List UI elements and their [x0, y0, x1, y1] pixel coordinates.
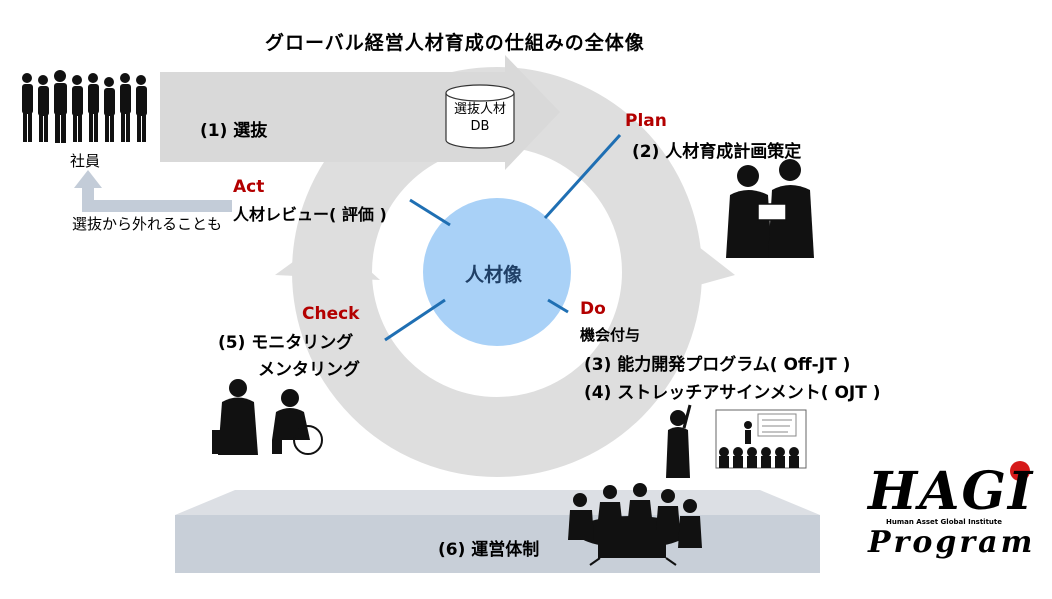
- presenter-silhouette-icon: [666, 404, 692, 478]
- boardroom-silhouette-icon: [568, 483, 702, 566]
- do-item3: (3) 能力開発プログラム( Off-JT ): [584, 355, 851, 375]
- step-operation: (6) 運営体制: [438, 540, 540, 560]
- planning-silhouette-icon: [726, 159, 814, 258]
- logo-program: Program: [868, 525, 1036, 560]
- employees-silhouette-icon: [22, 70, 147, 143]
- database-icon: [445, 84, 515, 149]
- employees-label: 社員: [70, 152, 101, 170]
- operation-band: [175, 515, 820, 573]
- plan-tag: Plan: [625, 111, 667, 131]
- act-label: 人材レビュー( 評価 ): [233, 205, 387, 224]
- connector-do: [547, 298, 569, 314]
- logo-main: HAGI: [868, 461, 1035, 522]
- database-label: 選抜人材 DB: [446, 101, 514, 135]
- do-item4: (4) ストレッチアサインメント( OJT ): [584, 383, 881, 403]
- step-selection: (1) 選抜: [200, 121, 268, 141]
- ring-arrow-left: [275, 235, 380, 280]
- operation-band-top: [175, 490, 820, 515]
- do-sub: 機会付与: [580, 326, 641, 344]
- check-line1: (5) モニタリング: [218, 333, 354, 353]
- exclusion-note: 選抜から外れることも: [72, 215, 223, 233]
- plan-label: (2) 人材育成計画策定: [632, 142, 802, 162]
- connector-act: [409, 198, 451, 227]
- do-tag: Do: [580, 299, 606, 319]
- return-arrow: [82, 185, 232, 212]
- check-tag: Check: [302, 304, 360, 324]
- logo-sub: Human Asset Global Institute: [886, 518, 1003, 526]
- connector-plan: [543, 133, 622, 220]
- logo-red-dot-icon: [1010, 461, 1030, 481]
- connector-check: [384, 298, 446, 342]
- act-tag: Act: [233, 177, 265, 197]
- hub-label: 人材像: [465, 264, 523, 286]
- classroom-picture-icon: [715, 409, 807, 469]
- database-line1: 選抜人材: [453, 102, 506, 117]
- ring-arrow-right: [645, 240, 735, 300]
- hagi-logo: HAGI Human Asset Global Institute Progra…: [868, 466, 1038, 586]
- mentoring-silhouette-icon: [212, 379, 323, 455]
- return-arrow-head: [74, 170, 102, 188]
- page-title: グローバル経営人材育成の仕組みの全体像: [265, 32, 645, 54]
- check-line2: メンタリング: [258, 360, 360, 380]
- hub-circle: [423, 198, 571, 346]
- ring-arrow-bottom: [450, 395, 525, 470]
- database-line2: DB: [470, 119, 490, 134]
